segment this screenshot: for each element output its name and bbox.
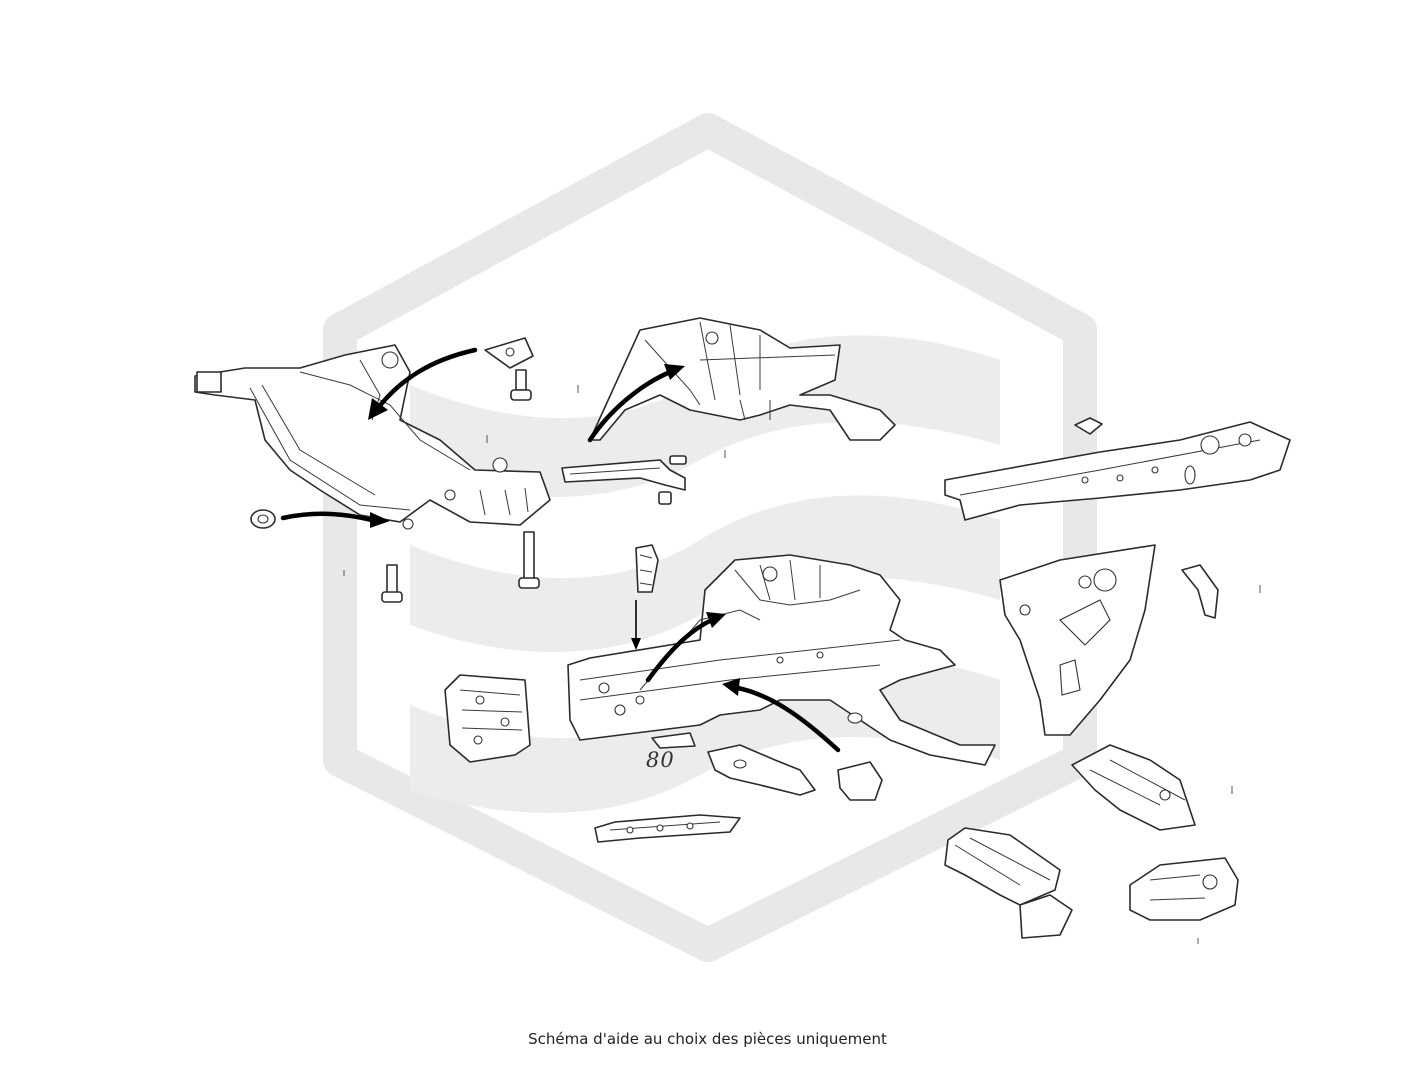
lower-rail-part (1071, 744, 1196, 831)
wheel-arch-upper-part (589, 317, 896, 441)
arrow-subframe-mount (368, 347, 478, 420)
diagram-caption: Schéma d'aide au choix des pièces unique… (528, 1030, 887, 1048)
left-bracket-part (444, 674, 531, 763)
arrow-apron (645, 612, 726, 683)
small-bracket-right-part (1181, 564, 1219, 619)
arrow-arch-inner (587, 364, 685, 443)
subframe-part (194, 344, 551, 530)
part-callout-number: 80 (646, 748, 675, 772)
bolt-part-2 (381, 564, 403, 603)
small-nut-part (1074, 417, 1103, 435)
bolt-part-1 (510, 369, 532, 401)
mount-plate-part (484, 337, 534, 369)
arrow-bracket-down (631, 600, 641, 650)
clip-part (658, 455, 687, 505)
reinforcement-strip-part (561, 459, 686, 491)
inner-wing-panel-part (999, 544, 1156, 736)
nut-part-1 (250, 509, 276, 529)
small-plate-part (651, 732, 696, 749)
rear-bracket-part (944, 827, 1073, 939)
long-bolt-part (518, 531, 540, 589)
arrow-lower-rail (722, 678, 841, 753)
support-bracket-part (837, 761, 883, 801)
gusset-part (707, 744, 816, 796)
flat-reinforcement-part (594, 814, 741, 843)
scan-marks (343, 385, 1261, 944)
end-cap-part (1129, 857, 1239, 921)
side-rail-part (944, 421, 1291, 521)
front-structure-part (567, 554, 996, 766)
arrow-bushing (280, 511, 390, 528)
vertical-bracket-part (635, 544, 659, 593)
